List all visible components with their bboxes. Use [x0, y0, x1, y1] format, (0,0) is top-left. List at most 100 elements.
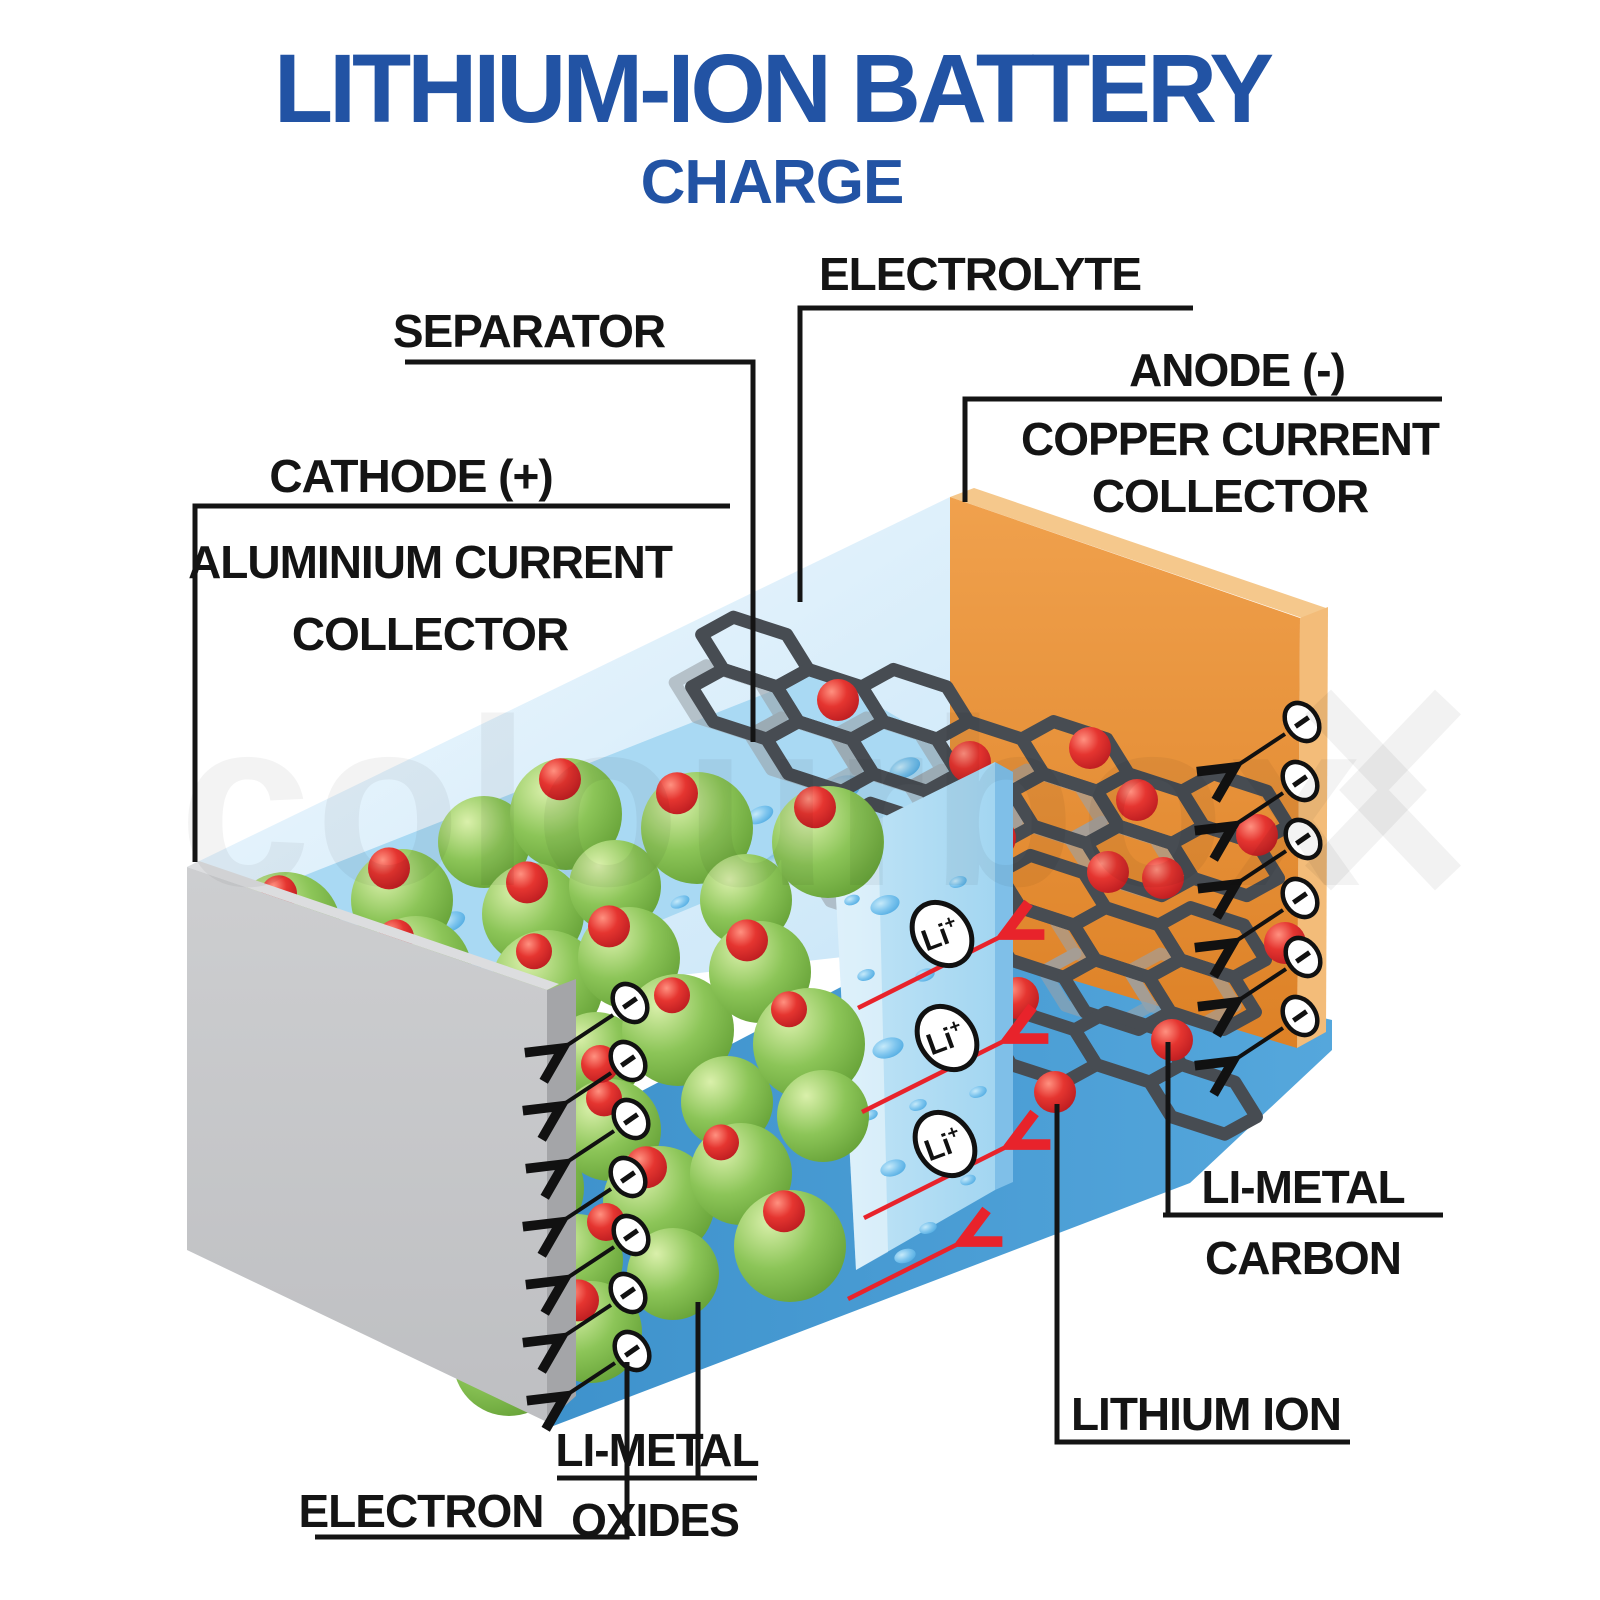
watermark-text: colourbox: [179, 671, 1365, 936]
electrolyte-bubble: [844, 894, 860, 906]
leader-lines: [192, 305, 1443, 1540]
copper-top-edge: [950, 488, 1326, 618]
electrolyte-bubble: [872, 1037, 904, 1059]
oxide-sphere: [777, 1070, 869, 1162]
electron-arrow: [1230, 908, 1285, 945]
electrolyte-leader: [797, 305, 1193, 602]
electron-icon: [612, 1329, 652, 1373]
label-li-metal-oxides-2: OXIDES: [571, 1494, 739, 1546]
label-li-metal-carbon-1: LI-METAL: [1201, 1161, 1404, 1213]
li-ion-icon: Li+: [914, 1003, 980, 1073]
lithium-ion-dot: [726, 919, 768, 962]
electron-arrow: [1233, 967, 1288, 1004]
li-metal-carbon-leader: [1163, 1042, 1443, 1218]
electron-arrow: [1233, 849, 1288, 886]
label-copper-collector-1: COPPER CURRENT: [1021, 413, 1440, 465]
lithium-ion-dot: [539, 758, 581, 801]
lithium-ion-dot: [817, 679, 859, 721]
label-anode: ANODE (-): [1129, 344, 1345, 396]
electron-arrow: [558, 1071, 613, 1108]
cathode-leader: [192, 503, 730, 862]
lithium-ion-dot: [1069, 727, 1111, 769]
electron-column-right: [1230, 700, 1323, 1063]
aluminium-front-face: [187, 867, 547, 1422]
oxide-sphere: [438, 796, 530, 888]
lithium-ion-dot: [1116, 779, 1158, 821]
electron-icon: [1280, 876, 1320, 920]
electron-icon: [1283, 935, 1323, 979]
electron-icon: [1280, 994, 1320, 1038]
electron-arrow: [561, 1129, 616, 1166]
aluminium-side-edge: [547, 979, 576, 1422]
lithium-ion-dot: [1151, 1019, 1193, 1061]
aluminium-collector-slab: [187, 861, 576, 1422]
li-ion-icon: Li+: [909, 899, 975, 969]
lithium-ion-leader: [1054, 1104, 1350, 1445]
li-ion-arrow: [856, 933, 1008, 1011]
lithium-ion-dot: [794, 786, 836, 829]
labels: ELECTROLYTE SEPARATOR ANODE (-) COPPER C…: [188, 248, 1441, 1546]
electron-column-left: [558, 981, 652, 1398]
li-ion-icon: Li+: [912, 1109, 978, 1179]
electrolyte-bubble: [870, 895, 900, 915]
electrolyte-bubble: [949, 876, 967, 888]
label-electron: ELECTRON: [299, 1485, 544, 1537]
lithium-ion-dot: [771, 991, 807, 1028]
li-ion-arrow: [846, 1240, 966, 1302]
electron-arrow: [560, 1013, 615, 1050]
electrolyte-bubble: [670, 895, 690, 909]
watermark-chevron: [1339, 689, 1462, 891]
lithium-ion-dot: [1087, 851, 1129, 893]
electron-icon: [608, 1271, 648, 1315]
battery-isometric-artwork: Li+ Li+ Li+: [187, 488, 1332, 1428]
label-aluminium-collector-1: ALUMINIUM CURRENT: [188, 536, 673, 588]
label-aluminium-collector-2: COLLECTOR: [292, 608, 569, 660]
lithium-ion-dot: [588, 905, 630, 948]
electron-icon: [608, 1039, 648, 1083]
electrolyte-bubble: [857, 969, 875, 981]
lithium-ion-dot: [656, 772, 698, 815]
lithium-ion-dot: [1236, 814, 1278, 856]
lithium-ion-dot: [654, 977, 690, 1014]
electron-icon: [1280, 759, 1320, 803]
label-lithium-ion: LITHIUM ION: [1071, 1388, 1341, 1440]
li-ion-arrow: [862, 1143, 1014, 1221]
watermark: colourbox: [179, 671, 1462, 936]
label-li-metal-oxides-1: LI-METAL: [555, 1424, 758, 1476]
electrolyte-bubble: [960, 1174, 976, 1186]
lithium-ion-dot: [703, 1124, 739, 1161]
lithium-ion-dot: [1034, 1071, 1076, 1113]
separator-side-edge: [995, 762, 1013, 1190]
electrolyte-bubble: [889, 757, 921, 779]
electron-icon: [611, 1097, 651, 1141]
li-ion-arrow: [860, 1037, 1012, 1115]
aluminium-top-edge: [187, 861, 559, 990]
electron-arrow: [1230, 1026, 1285, 1063]
lithium-ion-dot: [506, 861, 548, 904]
electrolyte-bubble: [894, 1248, 916, 1264]
oxide-sphere: [510, 758, 622, 870]
electrolyte-bubble: [746, 805, 774, 825]
electron-icon: [611, 1213, 651, 1257]
electron-icon: [1283, 817, 1323, 861]
lithium-ion-flow: Li+ Li+ Li+: [846, 891, 1014, 1302]
page-subtitle: CHARGE: [641, 148, 904, 217]
electron-icon: [1282, 700, 1322, 744]
electrolyte-bubble: [919, 1222, 937, 1234]
electron-arrow: [562, 1361, 617, 1398]
page-title: LITHIUM-ION BATTERY: [274, 34, 1274, 143]
lithium-ion-dot: [1142, 857, 1184, 899]
electron-arrow: [1230, 791, 1285, 828]
label-separator: SEPARATOR: [393, 305, 666, 357]
label-copper-collector-2: COLLECTOR: [1092, 470, 1369, 522]
electron-arrow: [561, 1245, 616, 1282]
electron-icon: [608, 1155, 648, 1199]
electrolyte-bubble: [969, 1086, 987, 1098]
electrolyte-bubble: [909, 1099, 927, 1111]
electron-arrow: [1232, 732, 1287, 769]
separator-leader: [405, 359, 756, 742]
electron-leader: [315, 1362, 630, 1540]
lithium-ion-dot: [763, 1190, 805, 1233]
li-metal-oxides-leader: [557, 1302, 757, 1481]
